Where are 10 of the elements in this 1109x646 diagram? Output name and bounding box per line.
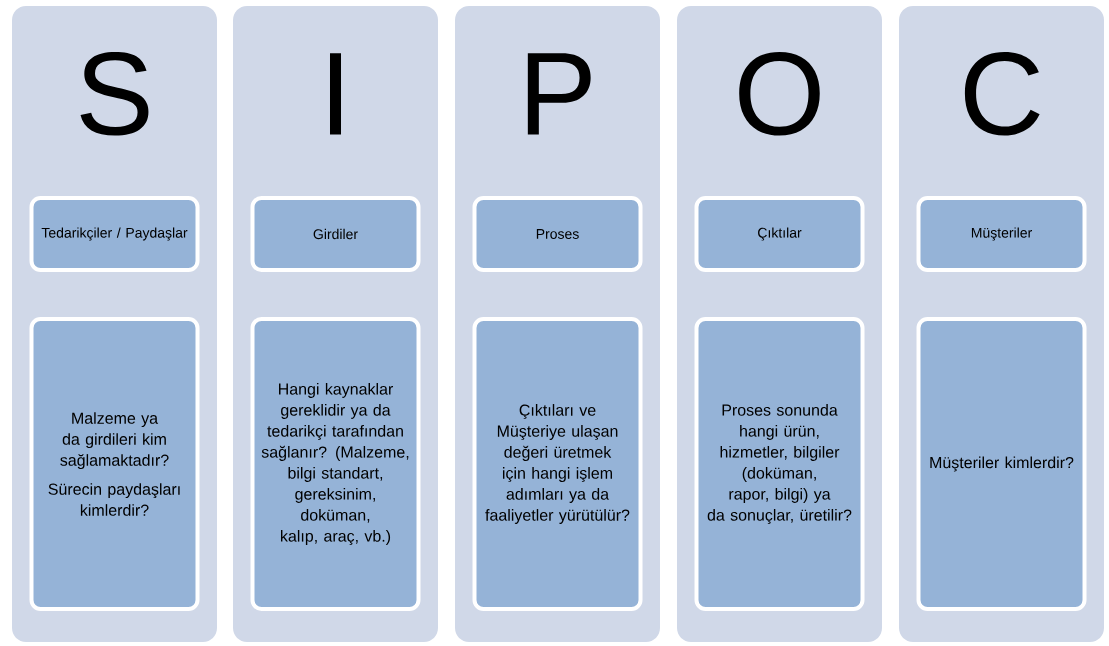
description-box: Malzeme ya da girdileri kim sağlamaktadır? Sürecin paydaşları kimlerdir? (29, 317, 200, 611)
header-box: Müşteriler (916, 196, 1087, 272)
header-box: Çıktılar (694, 196, 865, 272)
header-box: Proses (472, 196, 643, 272)
header-box: Tedarikçiler / Paydaşlar (29, 196, 200, 272)
description-box: Müşteriler kimlerdir? (916, 317, 1087, 611)
description-box: Çıktıları ve Müşteriye ulaşan değeri üretmek için hangi işlem adımları ya da faaliyetler yürütülür? (472, 317, 643, 611)
description-box: Hangi kaynaklar gereklidir ya da tedarikçi tarafından sağlanır? (Malzeme, bilgi standart, gereksinim, doküman, kalıp, araç, vb.) (250, 317, 421, 611)
description-box: Proses sonunda hangi ürün, hizmetler, bilgiler (doküman, rapor, bilgi) ya da sonuçlar, üretilir? (694, 317, 865, 611)
header-box: Girdiler (250, 196, 421, 272)
